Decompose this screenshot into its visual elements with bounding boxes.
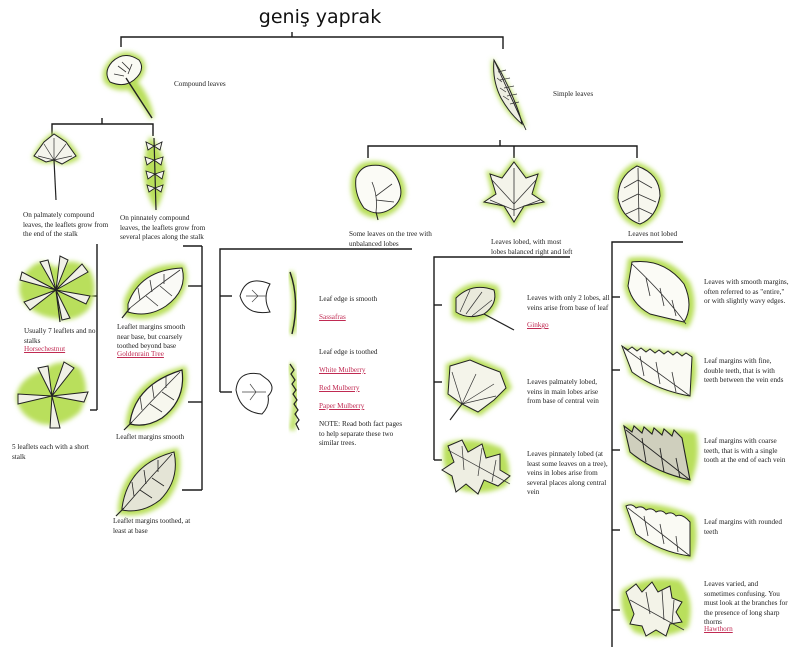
- palmately-lobed-text: Leaves palmately lobed, veins in main lo…: [527, 378, 599, 405]
- paper-mulberry-link[interactable]: Paper Mulberry: [319, 402, 365, 410]
- unbalanced-lobes-text: Some leaves on the tree with unbalanced …: [349, 230, 432, 248]
- smooth-edge-text: Leaf edge is smooth: [319, 295, 378, 303]
- coarse-teeth-text: Leaf margins with coarse teeth, that is …: [704, 437, 786, 464]
- smooth-edge-leaf-illustration: [239, 270, 299, 335]
- compound-leaf-illustration: [102, 51, 154, 119]
- goldenrain-leaflet-illustration: [121, 263, 187, 319]
- white-mulberry-link[interactable]: White Mulberry: [319, 366, 366, 374]
- varied-text: Leaves varied, and sometimes confusing. …: [704, 580, 788, 626]
- two-lobes-text: Leaves with only 2 lobes, all veins aris…: [527, 294, 610, 312]
- not-lobed-illustration: [614, 162, 664, 228]
- fine-double-teeth-leaf-illustration: [620, 344, 697, 398]
- page-title: geniş yaprak: [258, 6, 382, 28]
- pinnately-lobed-illustration: [441, 439, 511, 495]
- toothed-leaflet-illustration: [115, 448, 181, 517]
- red-mulberry-link[interactable]: Red Mulberry: [319, 384, 360, 392]
- horsechestnut-link[interactable]: Horsechestnut: [24, 345, 66, 353]
- palmately-compound-text: On palmately compound leaves, the leafle…: [23, 211, 109, 238]
- balanced-lobes-illustration: [480, 158, 548, 228]
- sassafras-link[interactable]: Sassafras: [319, 313, 346, 321]
- pinnately-compound-illustration: [144, 136, 166, 211]
- rounded-teeth-text: Leaf margins with rounded teeth: [704, 518, 782, 536]
- smooth-margins-text: Leaves with smooth margins, often referr…: [704, 278, 789, 305]
- balanced-lobes-text: Leaves lobed, with most lobes balanced r…: [491, 238, 573, 256]
- pinnately-lobed-text: Leaves pinnately lobed (at least some le…: [527, 450, 608, 496]
- goldenrain-description: Leaflet margins smooth near base, but co…: [117, 323, 186, 350]
- seven-leaflets-text: Usually 7 leaflets and no stalks: [24, 327, 96, 345]
- rounded-teeth-leaf-illustration: [622, 503, 697, 560]
- pinnately-compound-text: On pinnately compound leaves, the leafle…: [120, 214, 206, 241]
- ginkgo-link[interactable]: Ginkgo: [527, 321, 549, 329]
- smooth-leaflet-illustration: [123, 366, 188, 431]
- horsechestnut-leaf-illustration: [19, 255, 95, 323]
- goldenrain-link[interactable]: Goldenrain Tree: [117, 350, 164, 358]
- toothed-edge-leaf-illustration: [235, 363, 300, 431]
- compound-leaves-label: Compound leaves: [174, 80, 226, 88]
- smooth-margin-leaf-illustration: [624, 257, 695, 328]
- simple-leaf-illustration: [491, 58, 527, 131]
- palmately-compound-illustration: [32, 132, 80, 201]
- hawthorn-leaf-illustration: [621, 578, 691, 637]
- five-leaflet-illustration: [16, 361, 89, 429]
- five-leaflets-text: 5 leaflets each with a short stalk: [12, 443, 89, 461]
- hawthorn-link[interactable]: Hawthorn: [704, 625, 733, 633]
- smooth-leaflet-text: Leaflet margins smooth: [116, 433, 185, 441]
- simple-leaves-label: Simple leaves: [553, 90, 594, 98]
- tree-connectors: [51, 32, 683, 647]
- unbalanced-lobes-illustration: [351, 161, 406, 221]
- coarse-teeth-leaf-illustration: [622, 424, 698, 484]
- fine-double-teeth-text: Leaf margins with fine, double teeth, th…: [704, 357, 784, 384]
- ginkgo-leaf-illustration: [452, 282, 515, 331]
- mulberry-note: NOTE: Read both fact pages to help separ…: [319, 420, 403, 447]
- palmately-lobed-illustration: [446, 356, 512, 421]
- not-lobed-text: Leaves not lobed: [628, 230, 678, 238]
- toothed-edge-text: Leaf edge is toothed: [319, 348, 378, 356]
- toothed-leaflet-text: Leaflet margins toothed, at least at bas…: [113, 517, 191, 535]
